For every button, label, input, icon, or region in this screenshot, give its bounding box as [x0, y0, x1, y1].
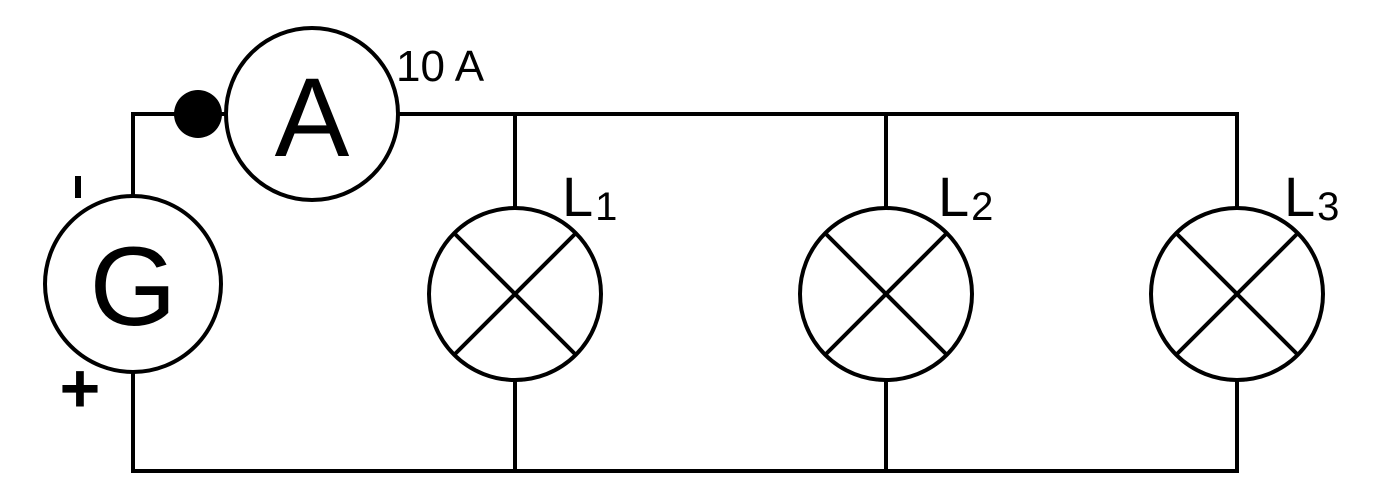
ammeter-symbol: A: [275, 55, 350, 180]
generator-circle: [43, 194, 223, 374]
wires: [131, 112, 1239, 473]
junction-dot: [174, 90, 222, 138]
lamp-1-letter: L: [562, 165, 593, 228]
negative-terminal-mark: [75, 176, 81, 198]
lamp-2-cross-b: [823, 231, 949, 357]
lamp-1: L1: [427, 165, 617, 382]
ammeter: A 10 A: [224, 26, 485, 202]
lamp-2-label: L2: [938, 165, 993, 229]
lamp-3: L3: [1149, 165, 1339, 382]
positive-terminal-label: +: [60, 349, 101, 427]
lamp-2-index: 2: [971, 185, 993, 229]
ammeter-reading: 10 A: [396, 42, 485, 91]
lamp-3-letter: L: [1284, 165, 1315, 228]
lamp-3-label: L3: [1284, 165, 1339, 229]
lamp-2-letter: L: [938, 165, 969, 228]
generator-symbol: G: [89, 224, 176, 349]
ammeter-circle: [224, 26, 400, 202]
lamp-3-cross-b: [1174, 231, 1300, 357]
lamp-1-cross-b: [452, 231, 578, 357]
generator: G ı +: [43, 176, 223, 427]
lamp-2: L2: [798, 165, 993, 382]
lamp-3-index: 3: [1317, 185, 1339, 229]
lamp-1-label: L1: [562, 165, 617, 229]
lamp-1-index: 1: [595, 185, 617, 229]
